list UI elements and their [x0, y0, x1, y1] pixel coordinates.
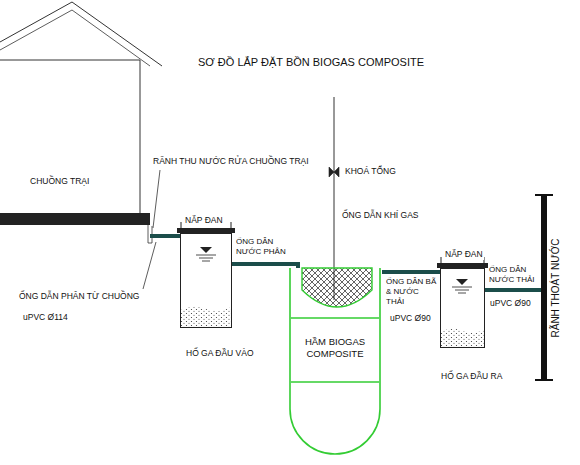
- pipe: [382, 270, 440, 274]
- water-level-symbol: [452, 287, 472, 293]
- node-label: HẦM BIOGAS COMPOSITE: [299, 336, 371, 360]
- node-label: CHUỒNG TRẠI: [30, 176, 89, 187]
- callout-label: ỐNG DẪN KHÍ GAS: [341, 210, 420, 221]
- sludge: [181, 307, 231, 327]
- callout-label: uPVC Ø90: [389, 313, 432, 324]
- lid-post: [484, 257, 485, 263]
- drain-bar: [541, 195, 547, 380]
- tank-interior: [291, 268, 379, 382]
- water-level-symbol: [456, 279, 468, 285]
- water-level-symbol: [200, 247, 212, 253]
- lid-post: [181, 222, 182, 228]
- tank-level-line: [291, 381, 379, 382]
- pipe-label: ỐNG DẪN NƯỚC THẢI: [489, 265, 539, 285]
- tank-outline: [288, 268, 382, 456]
- drain-channel: RÃNH THOÁT NƯỚC: [541, 195, 565, 380]
- outlet-pit-drawing: [437, 257, 488, 347]
- callout-label: ỐNG DẪN PHÂN TỪ CHUỒNG: [18, 291, 140, 302]
- pipe: [485, 288, 541, 292]
- callout-label: uPVC Ø90: [489, 298, 532, 309]
- barn-roof-inner: [0, 10, 150, 66]
- inlet-pit-drawing: [177, 222, 235, 327]
- tank-wall: [290, 268, 380, 454]
- callout-label: NẮP ĐAN: [444, 249, 484, 260]
- pipe: [150, 234, 180, 238]
- diagram-title: SƠ ĐỒ LẮP ĐẶT BỒN BIOGAS COMPOSITE: [198, 56, 424, 68]
- pipe-label: ỐNG DẪN BÃ & NƯỚC THẢI: [386, 277, 438, 307]
- barn-roof: [0, 2, 162, 66]
- water-level-symbol: [196, 255, 216, 261]
- node-label: HỐ GA ĐẦU RA: [441, 371, 502, 382]
- tank-level-line: [291, 317, 379, 318]
- barn-floor: [0, 213, 150, 225]
- valve-symbol: [329, 167, 339, 177]
- callout-label: NẮP ĐAN: [184, 215, 224, 226]
- outlet-pit: HỐ GA ĐẦU RA: [440, 268, 485, 348]
- biogas-tank: HẦM BIOGAS COMPOSITE: [288, 268, 382, 456]
- callout-label: uPVC Ø114: [22, 312, 69, 323]
- barn-drawing: [0, 2, 162, 243]
- leader-line: [143, 242, 156, 289]
- node-label: HỐ GA ĐẦU VÀO: [186, 348, 254, 359]
- leader-line: [153, 170, 160, 228]
- node-label: RÃNH THOÁT NƯỚC: [550, 238, 563, 337]
- lid-post: [231, 222, 232, 228]
- pipe: [232, 264, 298, 268]
- gas-dome: [302, 268, 372, 307]
- pipe-label: ỐNG DẪN NƯỚC PHÂN: [236, 237, 294, 257]
- sludge: [441, 329, 484, 347]
- lid-post: [441, 257, 442, 263]
- barn-wall: [0, 60, 140, 213]
- barn: CHUỒNG TRẠI: [0, 58, 150, 244]
- callout-label: KHOÁ TỔNG: [344, 166, 397, 177]
- inlet-pit: HỐ GA ĐẦU VÀO: [180, 233, 232, 328]
- callout-label: RÃNH THU NƯỚC RỬA CHUỒNG TRẠI: [152, 156, 310, 167]
